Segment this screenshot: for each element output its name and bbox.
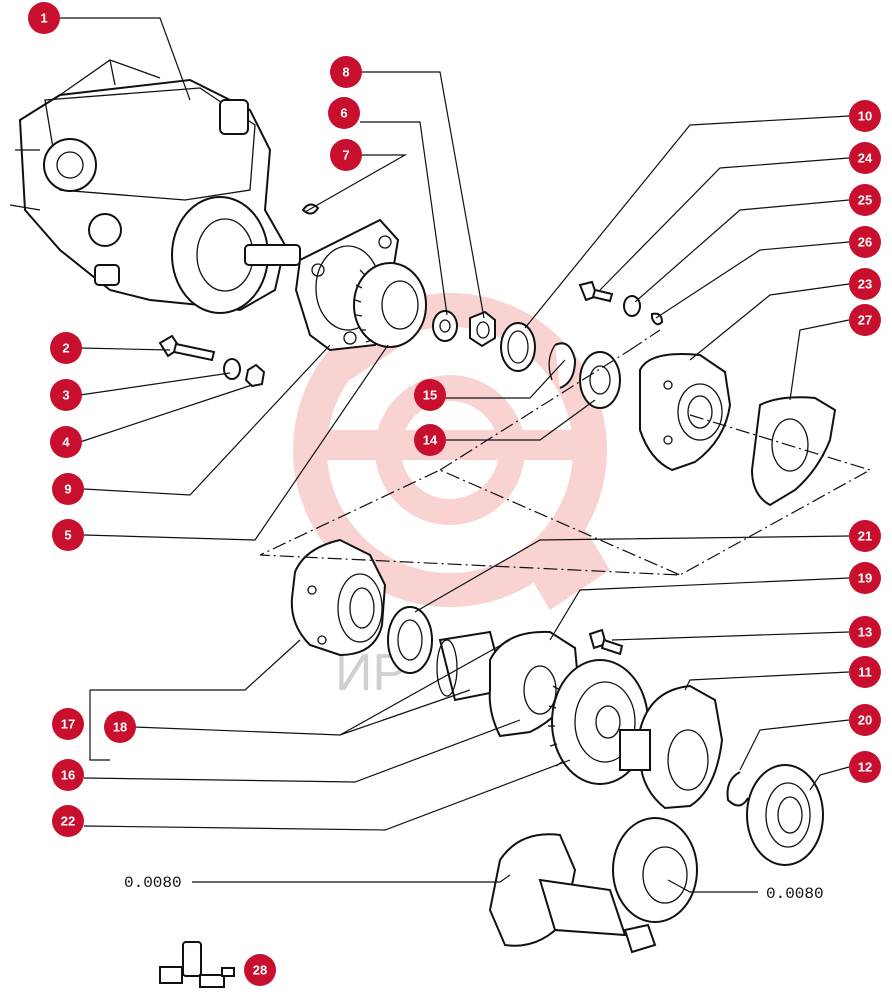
svg-text:24: 24: [858, 151, 873, 166]
part-bolt-2: [158, 334, 216, 362]
callout-21: 21: [849, 520, 881, 552]
svg-text:15: 15: [423, 388, 437, 403]
svg-text:9: 9: [64, 482, 71, 497]
part-gasket-27: [750, 396, 837, 507]
callout-8: 8: [330, 56, 362, 88]
callout-10: 10: [849, 100, 881, 132]
part-housing-23: [639, 353, 732, 472]
callout-18: 18: [104, 711, 136, 743]
svg-text:16: 16: [61, 768, 75, 783]
svg-text:26: 26: [858, 235, 872, 250]
callout-7: 7: [330, 139, 362, 171]
callout-4: 4: [50, 426, 82, 458]
svg-text:25: 25: [858, 193, 872, 208]
svg-text:13: 13: [858, 625, 872, 640]
callout-20: 20: [849, 704, 881, 736]
svg-text:23: 23: [858, 277, 872, 292]
svg-text:2: 2: [62, 341, 69, 356]
part-bolt-13: [588, 628, 624, 656]
part-bolt-24: [578, 280, 614, 303]
part-assembly-0080: [488, 817, 698, 954]
part-injection-pump: [9, 59, 301, 314]
svg-text:22: 22: [61, 814, 75, 829]
svg-text:27: 27: [858, 313, 872, 328]
callout-9: 9: [52, 473, 84, 505]
callout-16: 16: [52, 759, 84, 791]
callout-24: 24: [849, 142, 881, 174]
part-housing-17: [290, 538, 387, 657]
part-nut-4: [244, 363, 266, 388]
callout-15: 15: [414, 379, 446, 411]
callout-19: 19: [849, 562, 881, 594]
svg-text:1: 1: [40, 11, 47, 26]
part-nut-8: [469, 310, 496, 348]
callout-11: 11: [849, 656, 881, 688]
svg-text:17: 17: [61, 717, 75, 732]
callout-22: 22: [52, 805, 84, 837]
part-shim-21: [387, 606, 433, 674]
callout-5: 5: [52, 519, 84, 551]
svg-text:10: 10: [858, 109, 872, 124]
callout-26: 26: [849, 226, 881, 258]
svg-text:11: 11: [858, 665, 872, 680]
svg-text:21: 21: [858, 529, 872, 544]
callout-28: 28: [244, 954, 276, 986]
part-cover-12: [746, 764, 824, 866]
leader-lines: [44, 17, 850, 893]
callout-17: 17: [52, 708, 84, 740]
callout-6: 6: [328, 97, 360, 129]
part-circlip-10: [500, 322, 536, 372]
svg-text:14: 14: [423, 433, 438, 448]
svg-text:6: 6: [340, 106, 347, 121]
svg-text:5: 5: [64, 528, 71, 543]
callout-13: 13: [849, 616, 881, 648]
part-circlip-15: [548, 342, 577, 389]
svg-text:7: 7: [342, 148, 349, 163]
reference-label-right: 0.0080: [766, 885, 824, 903]
part-hub-11: [619, 684, 724, 810]
centerline-lower: [439, 349, 631, 471]
svg-text:8: 8: [342, 65, 349, 80]
callout-23: 23: [849, 268, 881, 300]
reference-label-left: 0.0080: [124, 874, 182, 892]
callout-27: 27: [849, 304, 881, 336]
svg-text:12: 12: [858, 760, 872, 775]
part-circlip-20: [726, 771, 749, 807]
svg-text:18: 18: [113, 720, 127, 735]
part-kit-28: [159, 941, 235, 988]
part-drive-gear-small: [353, 262, 427, 348]
callout-1: 1: [28, 2, 60, 34]
svg-text:4: 4: [62, 435, 70, 450]
callout-14: 14: [414, 424, 446, 456]
callout-2: 2: [50, 332, 82, 364]
callout-3: 3: [50, 379, 82, 411]
callout-25: 25: [849, 184, 881, 216]
part-washer-3: [223, 358, 241, 380]
part-shim-14: [579, 351, 621, 409]
callout-12: 12: [849, 751, 881, 783]
part-washer-6: [432, 310, 458, 342]
svg-text:19: 19: [858, 571, 872, 586]
svg-text:28: 28: [253, 963, 267, 978]
svg-text:20: 20: [858, 713, 872, 728]
centerline-upper: [259, 329, 872, 576]
svg-text:3: 3: [62, 388, 69, 403]
